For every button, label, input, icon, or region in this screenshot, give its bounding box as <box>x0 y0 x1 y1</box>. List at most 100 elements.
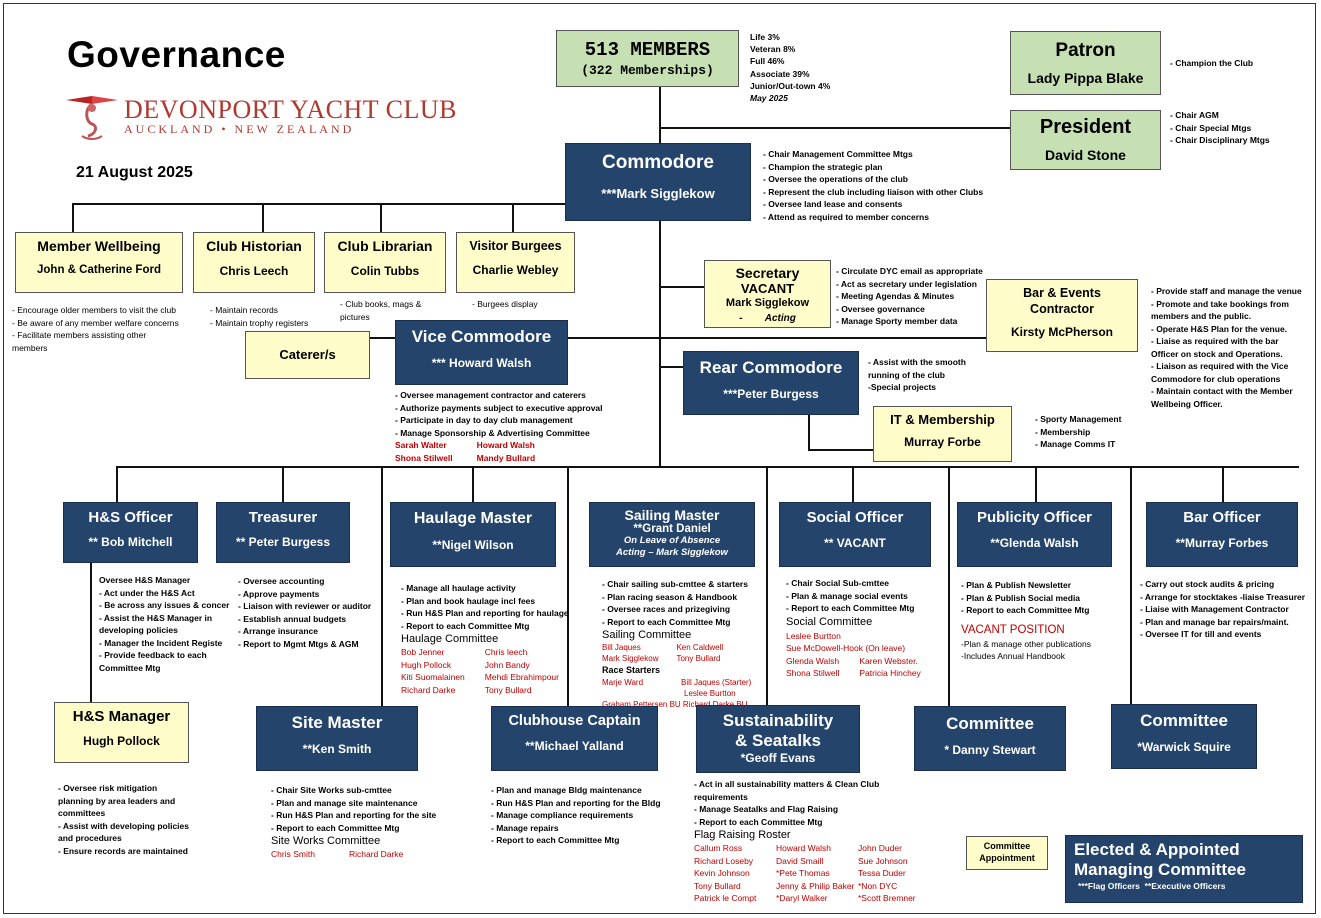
clubhouse-duty: - Report to each Committee Mtg <box>491 835 620 845</box>
page-title: Governance <box>67 34 286 75</box>
social-committee-lead-2: Sue McDowell-Hook (On leave) <box>786 643 906 653</box>
starter: Marje Ward <box>602 678 644 687</box>
roster-member: *Non DYC <box>858 880 898 891</box>
hs-officer-duty: Committee Mtg <box>99 662 161 673</box>
it-duty: - Membership <box>1035 426 1091 437</box>
connector-support-roles <box>72 203 565 205</box>
hs-officer-duty: - Be across any issues & concer <box>99 600 230 610</box>
rear-commodore-title: Rear Commodore <box>699 358 843 377</box>
committee-member: Hugh Pollock <box>401 659 452 670</box>
vice-commodore-title: Vice Commodore <box>411 327 552 346</box>
roster-member: Patrick le Compt <box>694 893 757 903</box>
social-duty: - Report to each Committee Mtg <box>786 603 915 613</box>
president-box: President David Stone <box>1010 110 1161 170</box>
treasurer-box: Treasurer ** Peter Burgess <box>216 502 350 563</box>
connector-hs-officer <box>116 466 118 503</box>
members-box: 513 MEMBERS (322 Memberships) <box>556 30 739 87</box>
connector-rear <box>659 366 683 368</box>
sustainability-duty: - Act in all sustainability matters & Cl… <box>694 779 880 789</box>
wellbeing-duty: - Be aware of any member welfare concern… <box>12 317 179 328</box>
legend-title: Managing Committee <box>1074 860 1246 879</box>
rear-duty: -Special projects <box>868 382 937 392</box>
haulage-duty: - Manage all haulage activity <box>401 583 516 593</box>
sailing-master-duties: - Chair sailing sub-cmttee & starters - … <box>602 578 751 710</box>
connector-it-vertical <box>808 414 810 450</box>
visitor-burgees-title: Visitor Burgees <box>469 239 562 253</box>
bar-events-duty: - Promote and take bookings from <box>1151 298 1289 309</box>
members-count: 513 MEMBERS <box>584 39 711 61</box>
secretary-vacant: VACANT <box>740 281 795 296</box>
committee-member: Sarah Walter <box>395 440 447 450</box>
site-duty: - Run H&S Plan and reporting for the sit… <box>271 810 437 820</box>
committee-member: Shona Stilwell <box>395 452 453 463</box>
sailing-master-acting: Acting – Mark Sigglekow <box>616 547 728 558</box>
historian-duty: - Maintain records <box>210 305 279 315</box>
vice-duty: - Authorize payments subject to executiv… <box>395 402 603 413</box>
bar-duty: - Carry out stock audits & pricing <box>1140 579 1275 589</box>
committee-title: Committee <box>946 714 1034 733</box>
treasurer-duty: - Report to Mgmt Mtgs & AGM <box>238 638 359 649</box>
sustainability-duty: - Manage Seatalks and Flag Raising <box>694 804 839 814</box>
hs-officer-duty: Oversee H&S Manager <box>99 575 191 585</box>
clubhouse-duty: - Manage compliance requirements <box>491 810 634 820</box>
burgees-duty: - Burgees display <box>472 299 538 309</box>
committee-member: Chris leech <box>484 647 528 657</box>
secretary-title: Secretary <box>735 265 800 281</box>
connector-treasurer <box>282 466 284 503</box>
legend-appointment-swatch: Committee Appointment <box>966 836 1048 870</box>
club-location: AUCKLAND • NEW ZEALAND <box>124 122 355 136</box>
haulage-master-title: Haulage Master <box>413 510 533 527</box>
connector-social <box>852 466 854 503</box>
committee-member: Patricia Hinchey <box>859 668 921 678</box>
starter <box>602 688 646 699</box>
social-officer-name: ** VACANT <box>824 536 886 550</box>
bar-events-duty: - Provide staff and manage the venue <box>1151 286 1302 296</box>
member-wellbeing-title: Member Wellbeing <box>37 238 161 254</box>
sustainability-duties: - Act in all sustainability matters & Cl… <box>694 778 916 905</box>
stat-junior: Junior/Out-town 4% <box>750 80 831 91</box>
librarian-duty: - Club books, mags & <box>340 299 422 309</box>
hs-officer-duty: - Assist the H&S Manager in <box>99 612 213 623</box>
sailing-duty: - Report to each Committee Mtg <box>602 616 731 627</box>
treasurer-duty: - Liaison with reviewer or auditor <box>238 601 372 611</box>
bar-duty: - Plan and manage bar repairs/maint. <box>1140 616 1289 627</box>
clubhouse-captain-name: **Michael Yalland <box>525 739 624 753</box>
site-works-committee: Chris Smith Richard Darke <box>271 848 436 861</box>
social-duty: - Chair Social Sub-cmttee <box>786 578 889 588</box>
social-officer-title: Social Officer <box>806 509 904 526</box>
club-librarian-title: Club Librarian <box>337 238 433 254</box>
social-officer-box: Social Officer ** VACANT <box>779 502 931 567</box>
sustainability-title: Sustainability <box>722 711 834 730</box>
social-committee-title: Social Committee <box>786 615 873 628</box>
vice-commodore-name: *** Howard Walsh <box>431 356 532 370</box>
roster-member: *Scott Bremner <box>858 893 916 903</box>
secretary-duties: - Circulate DYC email as appropriate - A… <box>836 265 983 328</box>
vice-commodore-box: Vice Commodore *** Howard Walsh <box>395 320 568 385</box>
connector-haulage <box>472 466 474 503</box>
hs-manager-duty: planning by area leaders and <box>58 795 176 806</box>
rear-duty: - Assist with the smooth <box>868 357 966 367</box>
patron-box: Patron Lady Pippa Blake <box>1010 31 1161 95</box>
historian-duty: - Maintain trophy registers <box>210 317 309 328</box>
committee-danny-box: Committee * Danny Stewart <box>914 706 1066 771</box>
connector-committee1 <box>948 466 950 706</box>
hs-officer-duty: developing policies <box>99 625 178 635</box>
connector-clubhouse <box>567 466 569 706</box>
caterers-box: Caterer/s <box>245 331 370 379</box>
sailing-duty: - Oversee races and prizegiving <box>602 604 731 614</box>
seatalks-title: & Seatalks <box>735 731 821 750</box>
connector-main-vertical <box>659 86 661 466</box>
treasurer-name: ** Peter Burgess <box>235 535 331 549</box>
it-membership-box: IT & Membership Murray Forbe <box>873 406 1012 462</box>
sailing-master-name: **Grant Daniel <box>633 523 711 535</box>
sustainability-duty: requirements <box>694 791 748 802</box>
committee-member: John Bandy <box>484 659 530 670</box>
stat-associate: Associate 39% <box>750 68 810 79</box>
publicity-duty: - Plan & Publish Newsletter <box>961 580 1072 590</box>
connector-hs-manager <box>90 563 92 703</box>
commodore-duty: - Chair Management Committee Mtgs <box>763 149 913 159</box>
stat-veteran: Veteran 8% <box>750 44 796 55</box>
